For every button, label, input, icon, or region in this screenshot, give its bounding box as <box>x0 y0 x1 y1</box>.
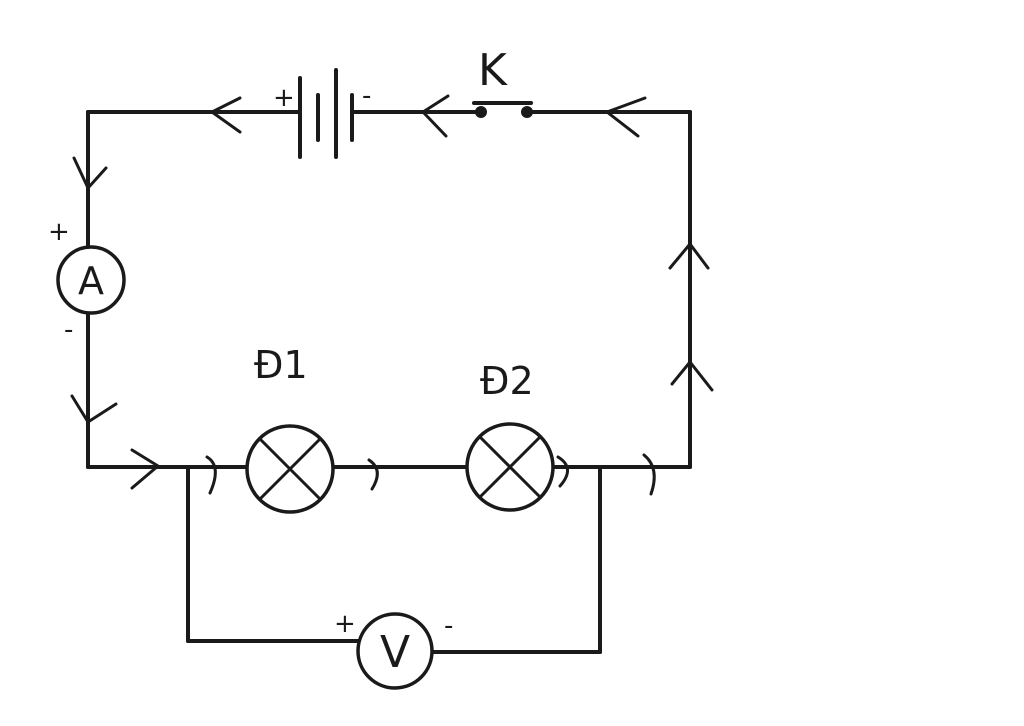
ammeter-body <box>56 245 126 315</box>
arrow-right-icon <box>205 455 217 495</box>
lamp-2 <box>465 422 555 512</box>
arrow-left-icon <box>605 96 647 138</box>
arrow-right-icon <box>642 453 656 496</box>
lamp-1 <box>245 424 335 514</box>
ammeter-plus-sign: + <box>48 217 70 247</box>
battery-plus-sign: + <box>273 83 295 113</box>
ammeter-minus-sign: - <box>64 315 73 345</box>
arrow-left-icon <box>210 96 242 134</box>
voltmeter-minus-sign: - <box>444 611 453 641</box>
switch-contact-left <box>475 106 487 118</box>
switch-contact-right <box>521 106 533 118</box>
voltmeter-label: V <box>380 627 410 678</box>
lamp-2-cross-b <box>478 435 542 499</box>
lamp-2-label: Đ2 <box>480 359 534 403</box>
arrow-left-icon <box>421 94 450 138</box>
lamp-1-cross-b <box>258 437 322 501</box>
voltmeter: V <box>356 612 434 690</box>
arrow-right-icon <box>556 455 569 488</box>
arrow-right-icon <box>130 448 160 490</box>
arrow-down-icon <box>72 156 108 190</box>
arrow-up-icon <box>668 242 710 270</box>
lamp-1-label: Đ1 <box>254 343 308 387</box>
switch-k <box>472 101 533 118</box>
voltmeter-body <box>356 612 434 690</box>
arrow-down-icon <box>70 394 118 424</box>
voltmeter-plus-sign: + <box>334 609 356 639</box>
ammeter: A <box>56 245 126 315</box>
arrow-up-icon <box>670 360 714 392</box>
battery-minus-sign: - <box>362 81 371 111</box>
arrow-right-icon <box>367 458 379 491</box>
ammeter-label: A <box>78 259 104 303</box>
battery <box>298 68 354 159</box>
switch-label: K <box>478 45 508 96</box>
